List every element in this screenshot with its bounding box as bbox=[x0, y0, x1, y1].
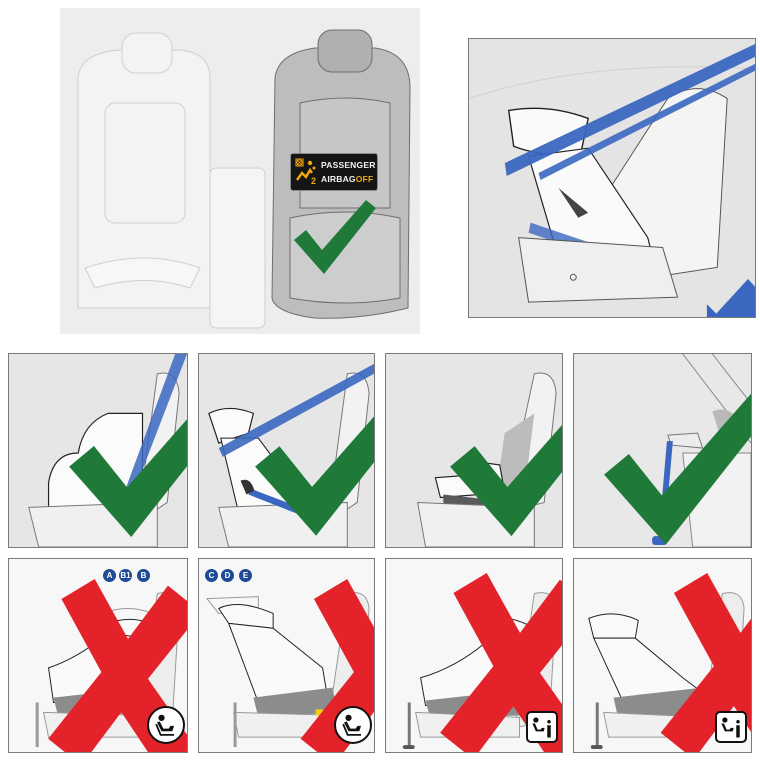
isofix-rearward-illustration bbox=[205, 592, 370, 748]
i-size-icon bbox=[715, 711, 747, 743]
isofix-child-seat-glyph bbox=[342, 714, 362, 736]
isofix-icon bbox=[334, 706, 372, 744]
size-label-b1: B1 bbox=[119, 569, 132, 582]
i-size-glyph bbox=[721, 717, 740, 738]
checkmark-icon bbox=[294, 200, 376, 274]
size-label-b: B bbox=[137, 569, 150, 582]
isofix-child-seat-glyph bbox=[155, 714, 175, 736]
not-ok-panel-i-size-forward bbox=[385, 558, 563, 753]
checkmark-icon bbox=[604, 393, 751, 545]
not-ok-panel-isofix-a-b1-b: A B1 B bbox=[8, 558, 188, 753]
checkmark-icon bbox=[69, 419, 187, 538]
hero-seats-illustration: 2 PASSENGER AIRBAGOFF bbox=[60, 8, 420, 334]
airbag-off-word: OFF bbox=[355, 174, 374, 184]
checkmark-icon bbox=[255, 416, 374, 536]
airbag-line2: AIRBAGOFF bbox=[321, 172, 376, 186]
ok-panel-belted-high-back-booster bbox=[198, 353, 375, 548]
cross-icon bbox=[48, 579, 187, 752]
svg-text:2: 2 bbox=[311, 176, 316, 186]
size-label-c: C bbox=[205, 569, 218, 582]
i-size-glyph bbox=[532, 717, 551, 738]
airbag-off-icon: 2 bbox=[295, 158, 316, 186]
not-ok-panel-isofix-c-d-e: C D E bbox=[198, 558, 375, 753]
belt-routing-illustration bbox=[469, 39, 755, 317]
i-size-icon bbox=[526, 711, 558, 743]
passenger-airbag-off-indicator: 2 PASSENGER AIRBAGOFF bbox=[290, 153, 378, 191]
airbag-word: AIRBAG bbox=[321, 174, 356, 184]
size-label-d: D bbox=[221, 569, 234, 582]
arrow-up-icon bbox=[713, 279, 755, 317]
not-ok-panel-i-size-rearward bbox=[573, 558, 752, 753]
warning-triangle-icon bbox=[705, 283, 756, 318]
warning-panel-seat-adjust bbox=[468, 38, 756, 318]
size-label-a: A bbox=[103, 569, 116, 582]
cross-icon bbox=[440, 573, 562, 752]
cross-icon bbox=[660, 573, 751, 752]
airbag-line1: PASSENGER bbox=[321, 160, 376, 170]
isofix-icon bbox=[147, 706, 185, 744]
ok-panel-support-leg bbox=[573, 353, 752, 548]
ok-panel-booster-cushion bbox=[385, 353, 563, 548]
ok-panel-belted-forward-seat bbox=[8, 353, 188, 548]
checkmark-icon bbox=[450, 425, 562, 537]
airbag-status-text: PASSENGER AIRBAGOFF bbox=[321, 158, 376, 186]
size-label-e: E bbox=[239, 569, 252, 582]
